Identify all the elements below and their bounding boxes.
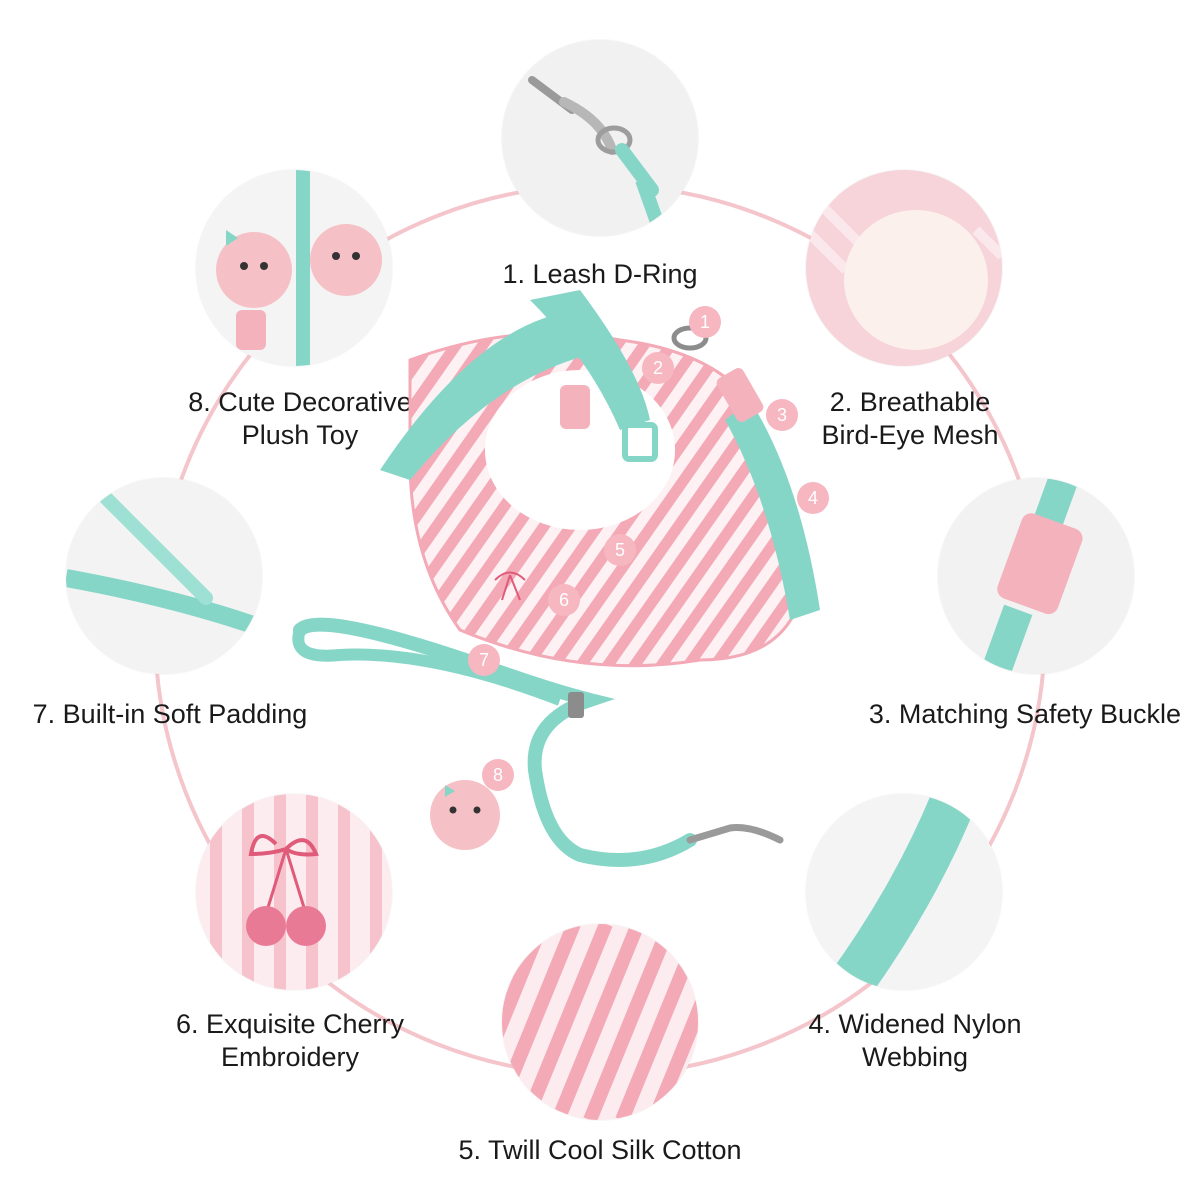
svg-text:8: 8 — [493, 765, 503, 785]
feature-label-2-line-2: Bird-Eye Mesh — [821, 420, 999, 450]
feature-label-7-line-1: 7. Built-in Soft Padding — [32, 699, 308, 729]
feature-image-plush — [196, 170, 392, 366]
svg-text:7: 7 — [479, 650, 489, 670]
harness-strap-right — [725, 400, 820, 620]
feature-image-stripes — [502, 924, 698, 1120]
feature-label-5: 5. Twill Cool Silk Cotton — [420, 1134, 780, 1167]
feature-label-1-line-1: 1. Leash D-Ring — [502, 259, 698, 289]
feature-label-1: 1. Leash D-Ring — [450, 258, 750, 291]
plush-toy-icon — [196, 170, 392, 366]
webbing-icon — [806, 794, 1002, 990]
svg-text:4: 4 — [808, 488, 818, 508]
feature-label-8-line-1: 8. Cute Decorative — [188, 387, 412, 417]
cherry-embroidery — [494, 571, 526, 601]
feature-label-6-line-1: 6. Exquisite Cherry — [175, 1009, 405, 1039]
harness-product-illustration: 1 2 3 4 5 6 7 8 — [292, 290, 829, 867]
feature-label-3: 3. Matching Safety Buckle — [860, 698, 1190, 731]
feature-image-buckle — [938, 478, 1134, 674]
leash-strap — [293, 617, 697, 867]
d-ring — [671, 325, 709, 351]
padding-icon — [66, 478, 262, 674]
feature-label-7: 7. Built-in Soft Padding — [10, 698, 330, 731]
feature-label-8-line-2: Plush Toy — [241, 420, 359, 450]
d-ring-icon — [502, 40, 698, 236]
svg-text:1: 1 — [700, 312, 710, 332]
badge-7: 7 — [468, 644, 500, 676]
feature-label-8: 8. Cute Decorative Plush Toy — [160, 386, 440, 452]
feature-image-padding — [66, 478, 262, 674]
svg-text:6: 6 — [559, 590, 569, 610]
buckle-icon — [938, 478, 1134, 674]
badge-6: 6 — [548, 584, 580, 616]
feature-label-5-line-1: 5. Twill Cool Silk Cotton — [458, 1135, 742, 1165]
svg-text:5: 5 — [615, 540, 625, 560]
feature-label-2: 2. Breathable Bird-Eye Mesh — [780, 386, 1040, 452]
harness-strap-left — [380, 310, 610, 480]
leash-adjuster — [568, 692, 584, 718]
leash-handle — [292, 628, 563, 706]
feature-label-4: 4. Widened Nylon Webbing — [780, 1008, 1050, 1074]
feature-label-6-line-2: Embroidery — [220, 1042, 360, 1072]
svg-text:2: 2 — [653, 358, 663, 378]
feature-image-webbing — [806, 794, 1002, 990]
feature-label-4-line-2: Webbing — [861, 1042, 969, 1072]
feature-image-d-ring — [502, 40, 698, 236]
harness-buckle-left — [560, 385, 590, 429]
feature-label-6: 6. Exquisite Cherry Embroidery — [150, 1008, 430, 1074]
plush-toy — [430, 780, 500, 850]
badge-5: 5 — [604, 534, 636, 566]
leash-clip — [686, 824, 784, 844]
svg-text:3: 3 — [777, 405, 787, 425]
badge-2: 2 — [642, 352, 674, 384]
harness-strap-center — [530, 290, 650, 430]
strap-slider — [622, 422, 658, 462]
stripes-icon — [502, 924, 698, 1120]
badge-4: 4 — [797, 482, 829, 514]
badge-3: 3 — [766, 399, 798, 431]
feature-label-2-line-1: 2. Breathable — [829, 387, 991, 417]
badge-8: 8 — [482, 759, 514, 791]
feature-label-4-line-1: 4. Widened Nylon — [808, 1009, 1022, 1039]
harness-buckle-right — [716, 368, 764, 422]
badge-1: 1 — [689, 306, 721, 338]
feature-label-3-line-1: 3. Matching Safety Buckle — [868, 699, 1182, 729]
